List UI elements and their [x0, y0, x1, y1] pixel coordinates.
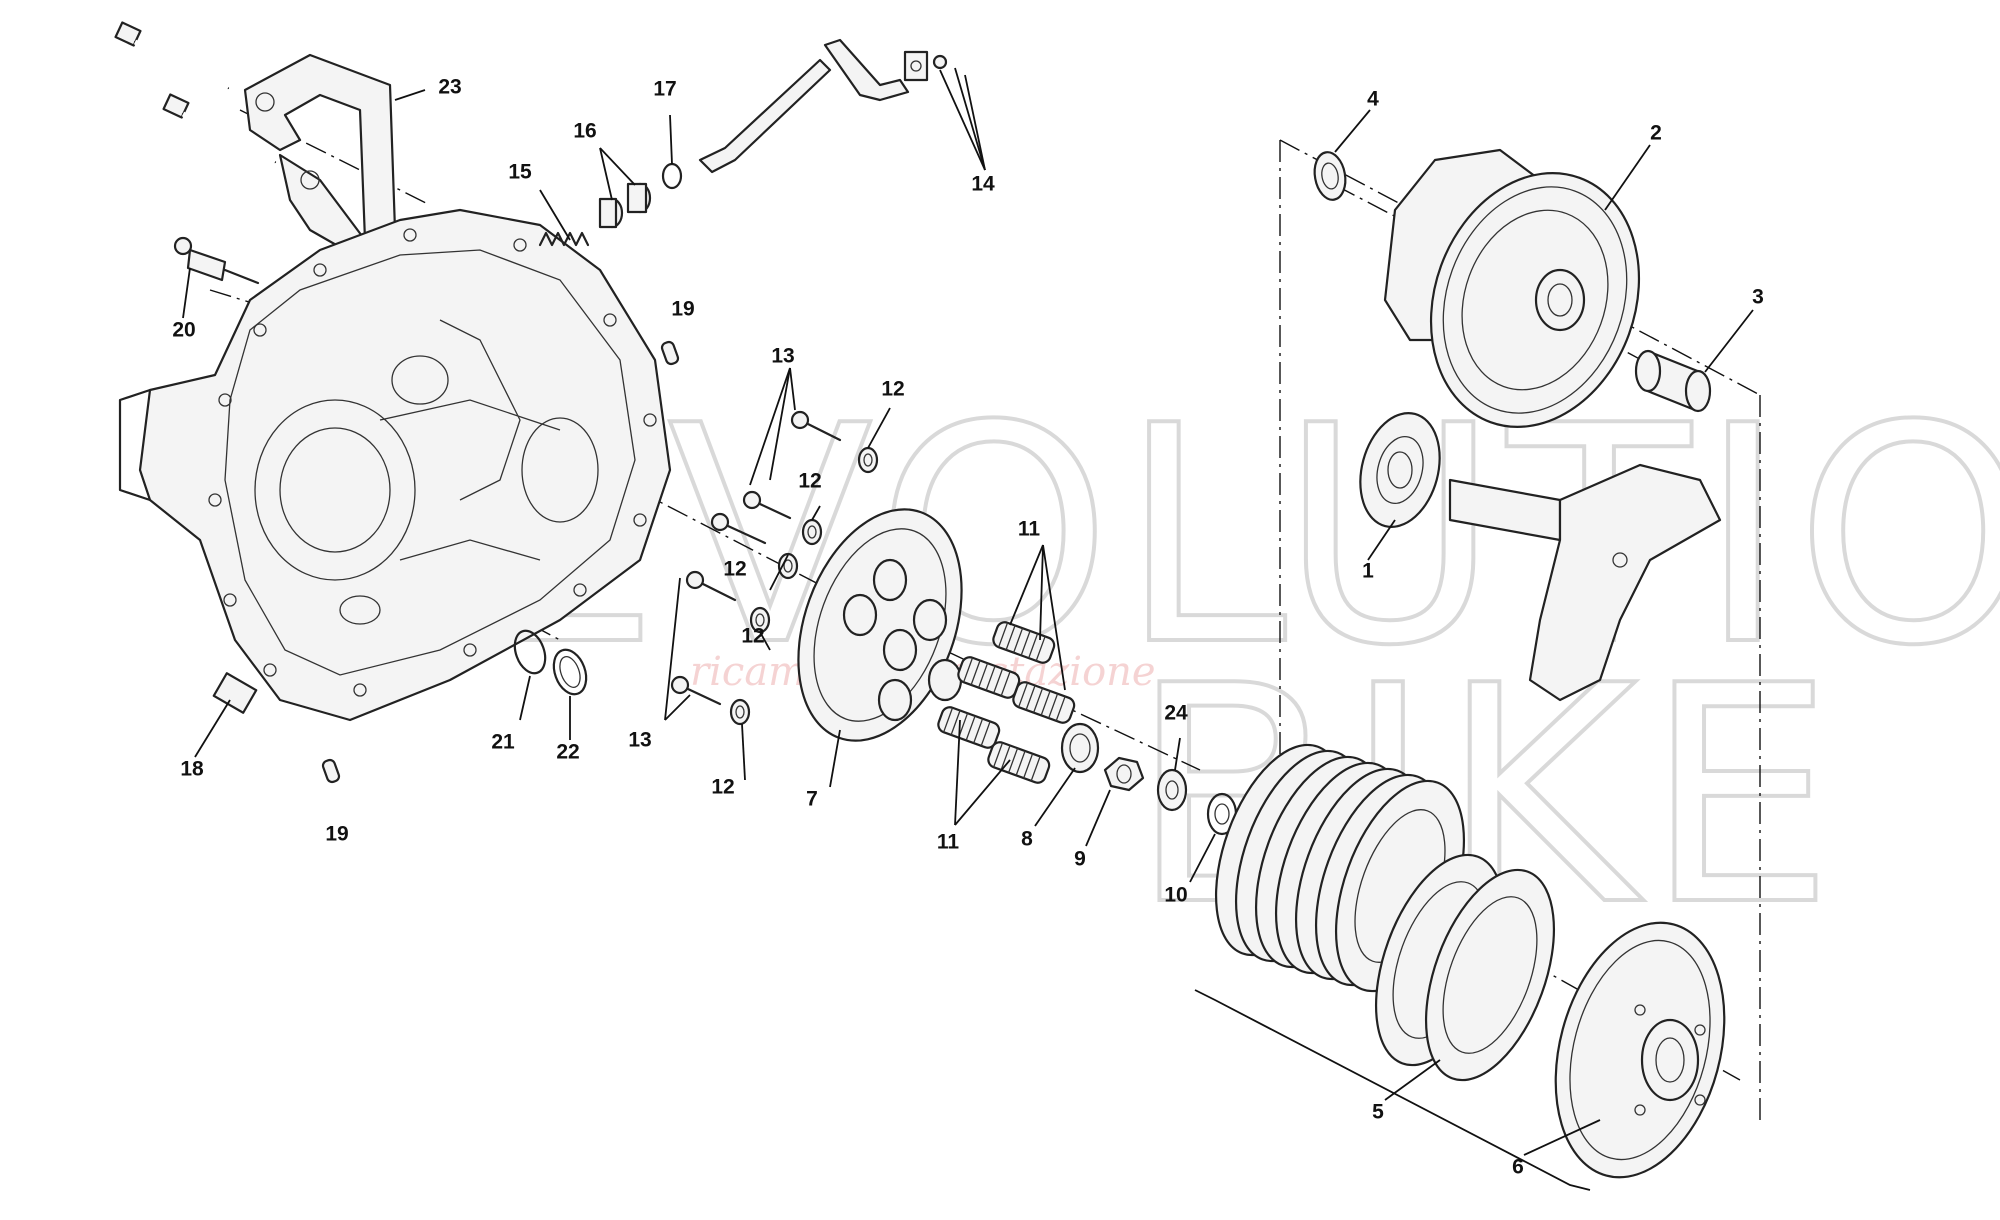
part-18-clutch-cover[interactable] [118, 208, 672, 722]
part-1-gear[interactable] [1348, 404, 1451, 536]
part-15-spring[interactable] [538, 231, 590, 247]
screw-13-d [685, 570, 737, 602]
callout-17: 17 [653, 78, 676, 101]
callout-5: 5 [1372, 1101, 1384, 1124]
release-shaft [698, 58, 832, 174]
watermark: EVOLUTION BIKE ricambi da prestazione [468, 360, 2000, 973]
washer-12-b [801, 518, 823, 546]
part-2-clutch-housing[interactable] [1383, 144, 1673, 457]
callout-12-c: 12 [723, 558, 746, 581]
part-22-o-ring[interactable] [548, 645, 592, 698]
callout-19-bottom: 19 [325, 823, 348, 846]
part-4-thrust-washer[interactable] [1311, 150, 1349, 202]
callout-16: 16 [573, 120, 596, 143]
screw-13-e [670, 675, 722, 706]
release-arm [823, 38, 910, 102]
bolt-long-top [114, 21, 230, 91]
cover-outline [138, 208, 672, 722]
part-21-circlip[interactable] [509, 627, 550, 678]
axis-housing [1334, 184, 1441, 241]
callout-15: 15 [508, 161, 532, 184]
screw-13-a [790, 410, 842, 442]
cover-bolt-bosses [208, 228, 657, 697]
plate-kit-bracket [1194, 989, 1591, 1191]
callout-24: 24 [1164, 702, 1188, 725]
bracket-body [243, 53, 397, 242]
callout-19-top: 19 [671, 298, 694, 321]
callout-12-e: 12 [711, 776, 734, 799]
callout-13-bottom: 13 [628, 729, 651, 752]
bracket-hole-top [255, 92, 275, 112]
plate-stack [1214, 743, 1466, 993]
bolt-long-bottom [162, 93, 277, 165]
spring-11-e [987, 741, 1051, 784]
callout-14: 14 [971, 173, 995, 196]
callout-12-a: 12 [881, 378, 904, 401]
part-13-screws[interactable] [670, 410, 842, 706]
callout-3: 3 [1752, 286, 1764, 309]
cover-drain-boss [212, 672, 258, 714]
callout-22: 22 [556, 741, 579, 764]
callout-2: 2 [1650, 122, 1662, 145]
callout-11-bottom: 11 [937, 831, 960, 854]
part-23-bracket[interactable] [243, 53, 397, 252]
part-8-bearing[interactable] [1060, 722, 1100, 774]
callout-21: 21 [491, 731, 515, 754]
callout-9: 9 [1074, 848, 1086, 871]
part-19-dowel-bottom[interactable] [321, 758, 341, 784]
cover-inner-bore [254, 399, 416, 581]
part-11-springs[interactable] [936, 620, 1076, 785]
part-16-bushings[interactable] [598, 182, 652, 229]
part-14-release-lever[interactable] [698, 38, 948, 174]
washer-12-a [857, 446, 879, 474]
clamp-screw [932, 54, 948, 70]
callout-23: 23 [438, 76, 461, 99]
callout-labels: 1 2 3 4 5 6 7 8 9 10 11 11 12 12 12 12 1… [172, 76, 1764, 1179]
cover-rim [224, 249, 636, 676]
part-17-seal-ring[interactable] [661, 162, 683, 190]
part-5-clutch-plates[interactable] [1191, 728, 1591, 1191]
crankshaft-end [1448, 463, 1722, 702]
callout-10: 10 [1164, 884, 1187, 907]
callout-8: 8 [1021, 828, 1033, 851]
callout-20: 20 [172, 319, 195, 342]
axis-bracket [239, 109, 431, 206]
part-3-bush[interactable] [1634, 349, 1712, 413]
callout-4: 4 [1367, 88, 1379, 111]
callout-11-top: 11 [1018, 518, 1041, 541]
part-19-dowel-top[interactable] [660, 340, 680, 366]
bracket-hole-bottom [300, 170, 320, 190]
washer-12-c [777, 552, 799, 580]
pressure-plate-towers [842, 558, 963, 722]
plate-steel-loose [1424, 868, 1556, 1082]
callout-18: 18 [180, 758, 204, 781]
callout-12-d: 12 [741, 625, 764, 648]
callout-7: 7 [806, 788, 818, 811]
spring-11-a [992, 621, 1056, 664]
screw-13-c [710, 512, 767, 545]
part-24-lock-washer[interactable] [1156, 768, 1188, 812]
callout-1: 1 [1362, 560, 1374, 583]
part-20-screw[interactable] [173, 236, 260, 285]
callout-12-b: 12 [798, 470, 821, 493]
washer-12-e [729, 698, 751, 726]
cover-boss [118, 388, 152, 502]
watermark-brand-line1: EVOLUTION [470, 362, 2000, 711]
part-12-washers[interactable] [729, 446, 879, 726]
part-9-nut[interactable] [1103, 756, 1145, 792]
leader-lines [182, 67, 1754, 1156]
spring-11-c [1012, 681, 1076, 724]
callout-6: 6 [1512, 1156, 1524, 1179]
cover-bearing-seat [521, 417, 599, 523]
part-7-pressure-plate[interactable] [768, 487, 991, 764]
cable-clamp [903, 50, 929, 82]
callout-13-top: 13 [771, 345, 794, 368]
spring-11-d [937, 706, 1001, 749]
housing-hub [1534, 268, 1586, 332]
screw-13-b [742, 490, 792, 520]
bracket-foot [278, 153, 367, 252]
part-6-clutch-hub[interactable] [1529, 904, 1751, 1197]
